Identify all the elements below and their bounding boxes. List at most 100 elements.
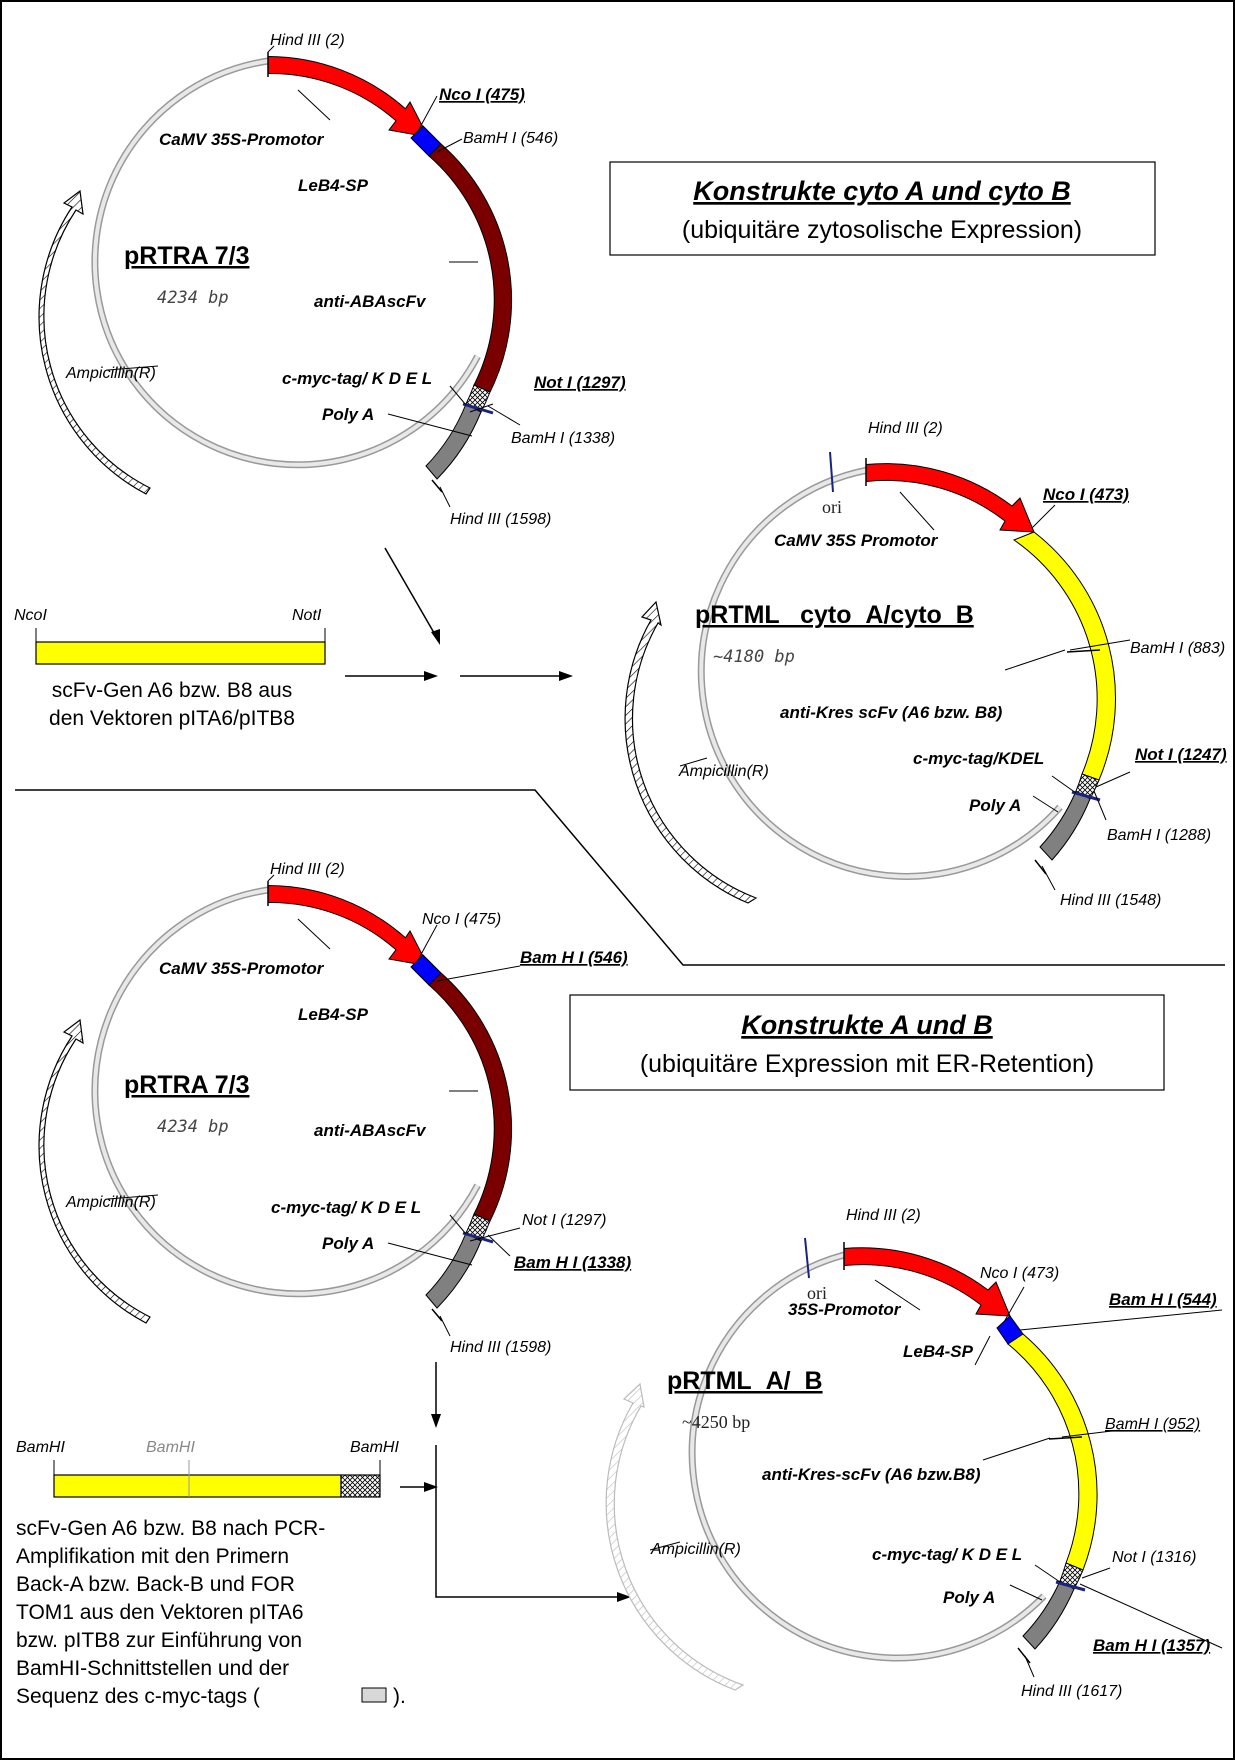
fragment2-caption-line6: BamHI-Schnittstellen und der xyxy=(16,1657,289,1680)
construct-box-1 xyxy=(609,161,1156,256)
map1-feature-leb4: LeB4-SP xyxy=(298,176,369,195)
map4-ampicillin-arrow xyxy=(605,1382,745,1691)
map3-feature-leb4: LeB4-SP xyxy=(298,1005,369,1024)
map1-feature-amp: Ampicillin(R) xyxy=(65,365,156,382)
map3-plasmid-name: pRTRA 7/3 xyxy=(124,1071,249,1099)
fragment1-bar xyxy=(35,641,326,665)
map2-site-hind1548: Hind III (1548) xyxy=(1060,892,1161,909)
map2-ampicillin-arrow xyxy=(624,600,758,904)
section-separator xyxy=(15,789,1225,966)
map4-plasmid-size: ~4250 bp xyxy=(682,1412,750,1432)
map4-plasmid-name: pRTML_A/_B xyxy=(667,1367,823,1395)
map3-site-hind2: Hind III (2) xyxy=(270,861,345,878)
map4-site-hind1617: Hind III (1617) xyxy=(1021,1683,1122,1700)
map2-site-not: Not I (1247) xyxy=(1135,745,1227,764)
map1-site-bam1338: BamH I (1338) xyxy=(511,430,615,447)
map1-plasmid-size: 4234 bp xyxy=(157,288,229,308)
map2-site-bam1288: BamH I (1288) xyxy=(1107,827,1211,844)
fragment2-bar xyxy=(53,1474,342,1498)
fragment2-caption-line1: scFv-Gen A6 bzw. B8 nach PCR- xyxy=(16,1517,325,1540)
map1-plasmid-name: pRTRA 7/3 xyxy=(124,242,249,270)
fragment1-left-site: NcoI xyxy=(14,607,47,624)
map2-scfv-segment xyxy=(1012,531,1116,781)
fragment2-caption-line7: Sequenz des c-myc-tags ( xyxy=(16,1685,260,1708)
map3-plasmid-size: 4234 bp xyxy=(157,1117,229,1137)
map2-plasmid-size: ~4180 bp xyxy=(713,647,795,667)
fragment1-caption-line1: scFv-Gen A6 bzw. B8 aus xyxy=(52,679,292,702)
map4-scfv-segment xyxy=(1007,1333,1098,1571)
map3-feature-amp: Ampicillin(R) xyxy=(65,1194,156,1211)
map1-feature-myc: c-myc-tag/ K D E L xyxy=(282,369,432,388)
map4-site-bam952: BamH I (952) xyxy=(1105,1416,1200,1433)
map2-site-nco: Nco I (473) xyxy=(1043,485,1129,504)
map1-site-bam546: BamH I (546) xyxy=(463,130,558,147)
map2-feature-polya: Poly A xyxy=(969,796,1021,815)
map4-promotor-arrow xyxy=(843,1247,1011,1317)
map1-site-hind2: Hind III (2) xyxy=(270,32,345,49)
map2-labels: Hind III (2) ori Nco I (473) BamH I (883… xyxy=(678,420,1227,909)
fragment2-caption-line7-end: ). xyxy=(393,1685,406,1708)
map3-polya-segment xyxy=(425,1232,482,1309)
map2-feature-promotor: CaMV 35S Promotor xyxy=(774,531,939,550)
map4-site-nco: Nco I (473) xyxy=(980,1265,1059,1282)
map1-scfv-segment xyxy=(428,143,513,393)
map2-promotor-arrow xyxy=(865,463,1035,533)
fragment2-myc-box xyxy=(340,1474,381,1498)
box1-title: Konstrukte cyto A und cyto B xyxy=(693,176,1071,206)
map1-site-nco: Nco I (475) xyxy=(439,85,525,104)
map1-site-not: Not I (1297) xyxy=(534,373,626,392)
map4-site-bam544: Bam H I (544) xyxy=(1109,1290,1217,1309)
map2-feature-amp: Ampicillin(R) xyxy=(678,763,769,780)
fragment2-left-site: BamHI xyxy=(16,1439,65,1456)
map1-labels: Hind III (2) Nco I (475) BamH I (546) No… xyxy=(65,32,626,528)
map3-site-hind1598: Hind III (1598) xyxy=(450,1339,551,1356)
map4-polya-segment xyxy=(1022,1580,1075,1650)
map2-feature-scfv: anti-Kres scFv (A6 bzw. B8) xyxy=(780,703,1003,722)
box2-subtitle: (ubiquitäre Expression mit ER-Retention) xyxy=(640,1050,1094,1078)
fragment2-caption-line5: bzw. pITB8 zur Einführung von xyxy=(16,1629,302,1652)
map4-feature-promotor: 35S-Promotor xyxy=(788,1300,902,1319)
plasmid-map-4 xyxy=(605,1237,1223,1691)
map2-site-ori: ori xyxy=(822,497,842,517)
map4-feature-amp: Ampicillin(R) xyxy=(650,1541,741,1558)
map3-scfv-segment xyxy=(428,972,513,1222)
c-myc-legend-swatch xyxy=(361,1687,387,1703)
map4-feature-leb4: LeB4-SP xyxy=(903,1342,974,1361)
map4-site-hind2: Hind III (2) xyxy=(846,1207,921,1224)
map4-feature-scfv: anti-Kres-scFv (A6 bzw.B8) xyxy=(762,1465,981,1484)
fragment2-middle-site: BamHI xyxy=(146,1439,195,1456)
map1-polya-segment xyxy=(425,403,482,480)
plasmid-map-1 xyxy=(38,45,521,508)
plasmid-map-3 xyxy=(38,874,521,1337)
fragment-2: BamHI BamHI BamHI scFv-Gen A6 bzw. B8 na… xyxy=(16,1439,406,1708)
map2-plasmid-name: pRTML _cyto_A/cyto_B xyxy=(695,601,974,629)
map1-feature-scfv: anti-ABAscFv xyxy=(314,292,427,311)
box1-subtitle: (ubiquitäre zytosolische Expression) xyxy=(682,216,1082,244)
map2-site-bam883: BamH I (883) xyxy=(1130,640,1225,657)
fragment2-right-site: BamHI xyxy=(350,1439,399,1456)
fragment1-right-site: NotI xyxy=(292,607,322,624)
map1-promotor-arrow xyxy=(267,55,429,138)
map3-feature-polya: Poly A xyxy=(322,1234,374,1253)
map3-site-bam1338: Bam H I (1338) xyxy=(514,1253,631,1272)
map3-site-nco: Nco I (475) xyxy=(422,911,501,928)
map4-site-ori: ori xyxy=(807,1283,827,1303)
map3-labels: Hind III (2) Nco I (475) Bam H I (546) N… xyxy=(65,861,631,1356)
map4-feature-myc: c-myc-tag/ K D E L xyxy=(872,1545,1022,1564)
map2-polya-segment xyxy=(1039,790,1091,861)
map1-feature-promotor: CaMV 35S-Promotor xyxy=(159,130,325,149)
map3-feature-myc: c-myc-tag/ K D E L xyxy=(271,1198,421,1217)
map1-feature-polya: Poly A xyxy=(322,405,374,424)
map2-feature-myc: c-myc-tag/KDEL xyxy=(913,749,1044,768)
fragment2-caption-line4: TOM1 aus den Vektoren pITA6 xyxy=(16,1601,304,1624)
map3-promotor-arrow xyxy=(267,884,429,967)
fragment-1: NcoI NotI scFv-Gen A6 bzw. B8 aus den Ve… xyxy=(14,607,326,730)
map3-feature-promotor: CaMV 35S-Promotor xyxy=(159,959,325,978)
map3-site-bam546: Bam H I (546) xyxy=(520,948,628,967)
construct-box-2 xyxy=(569,994,1165,1091)
map4-site-not: Not I (1316) xyxy=(1112,1549,1196,1566)
map3-ampicillin-arrow xyxy=(38,1018,151,1324)
map2-site-hind2: Hind III (2) xyxy=(868,420,943,437)
